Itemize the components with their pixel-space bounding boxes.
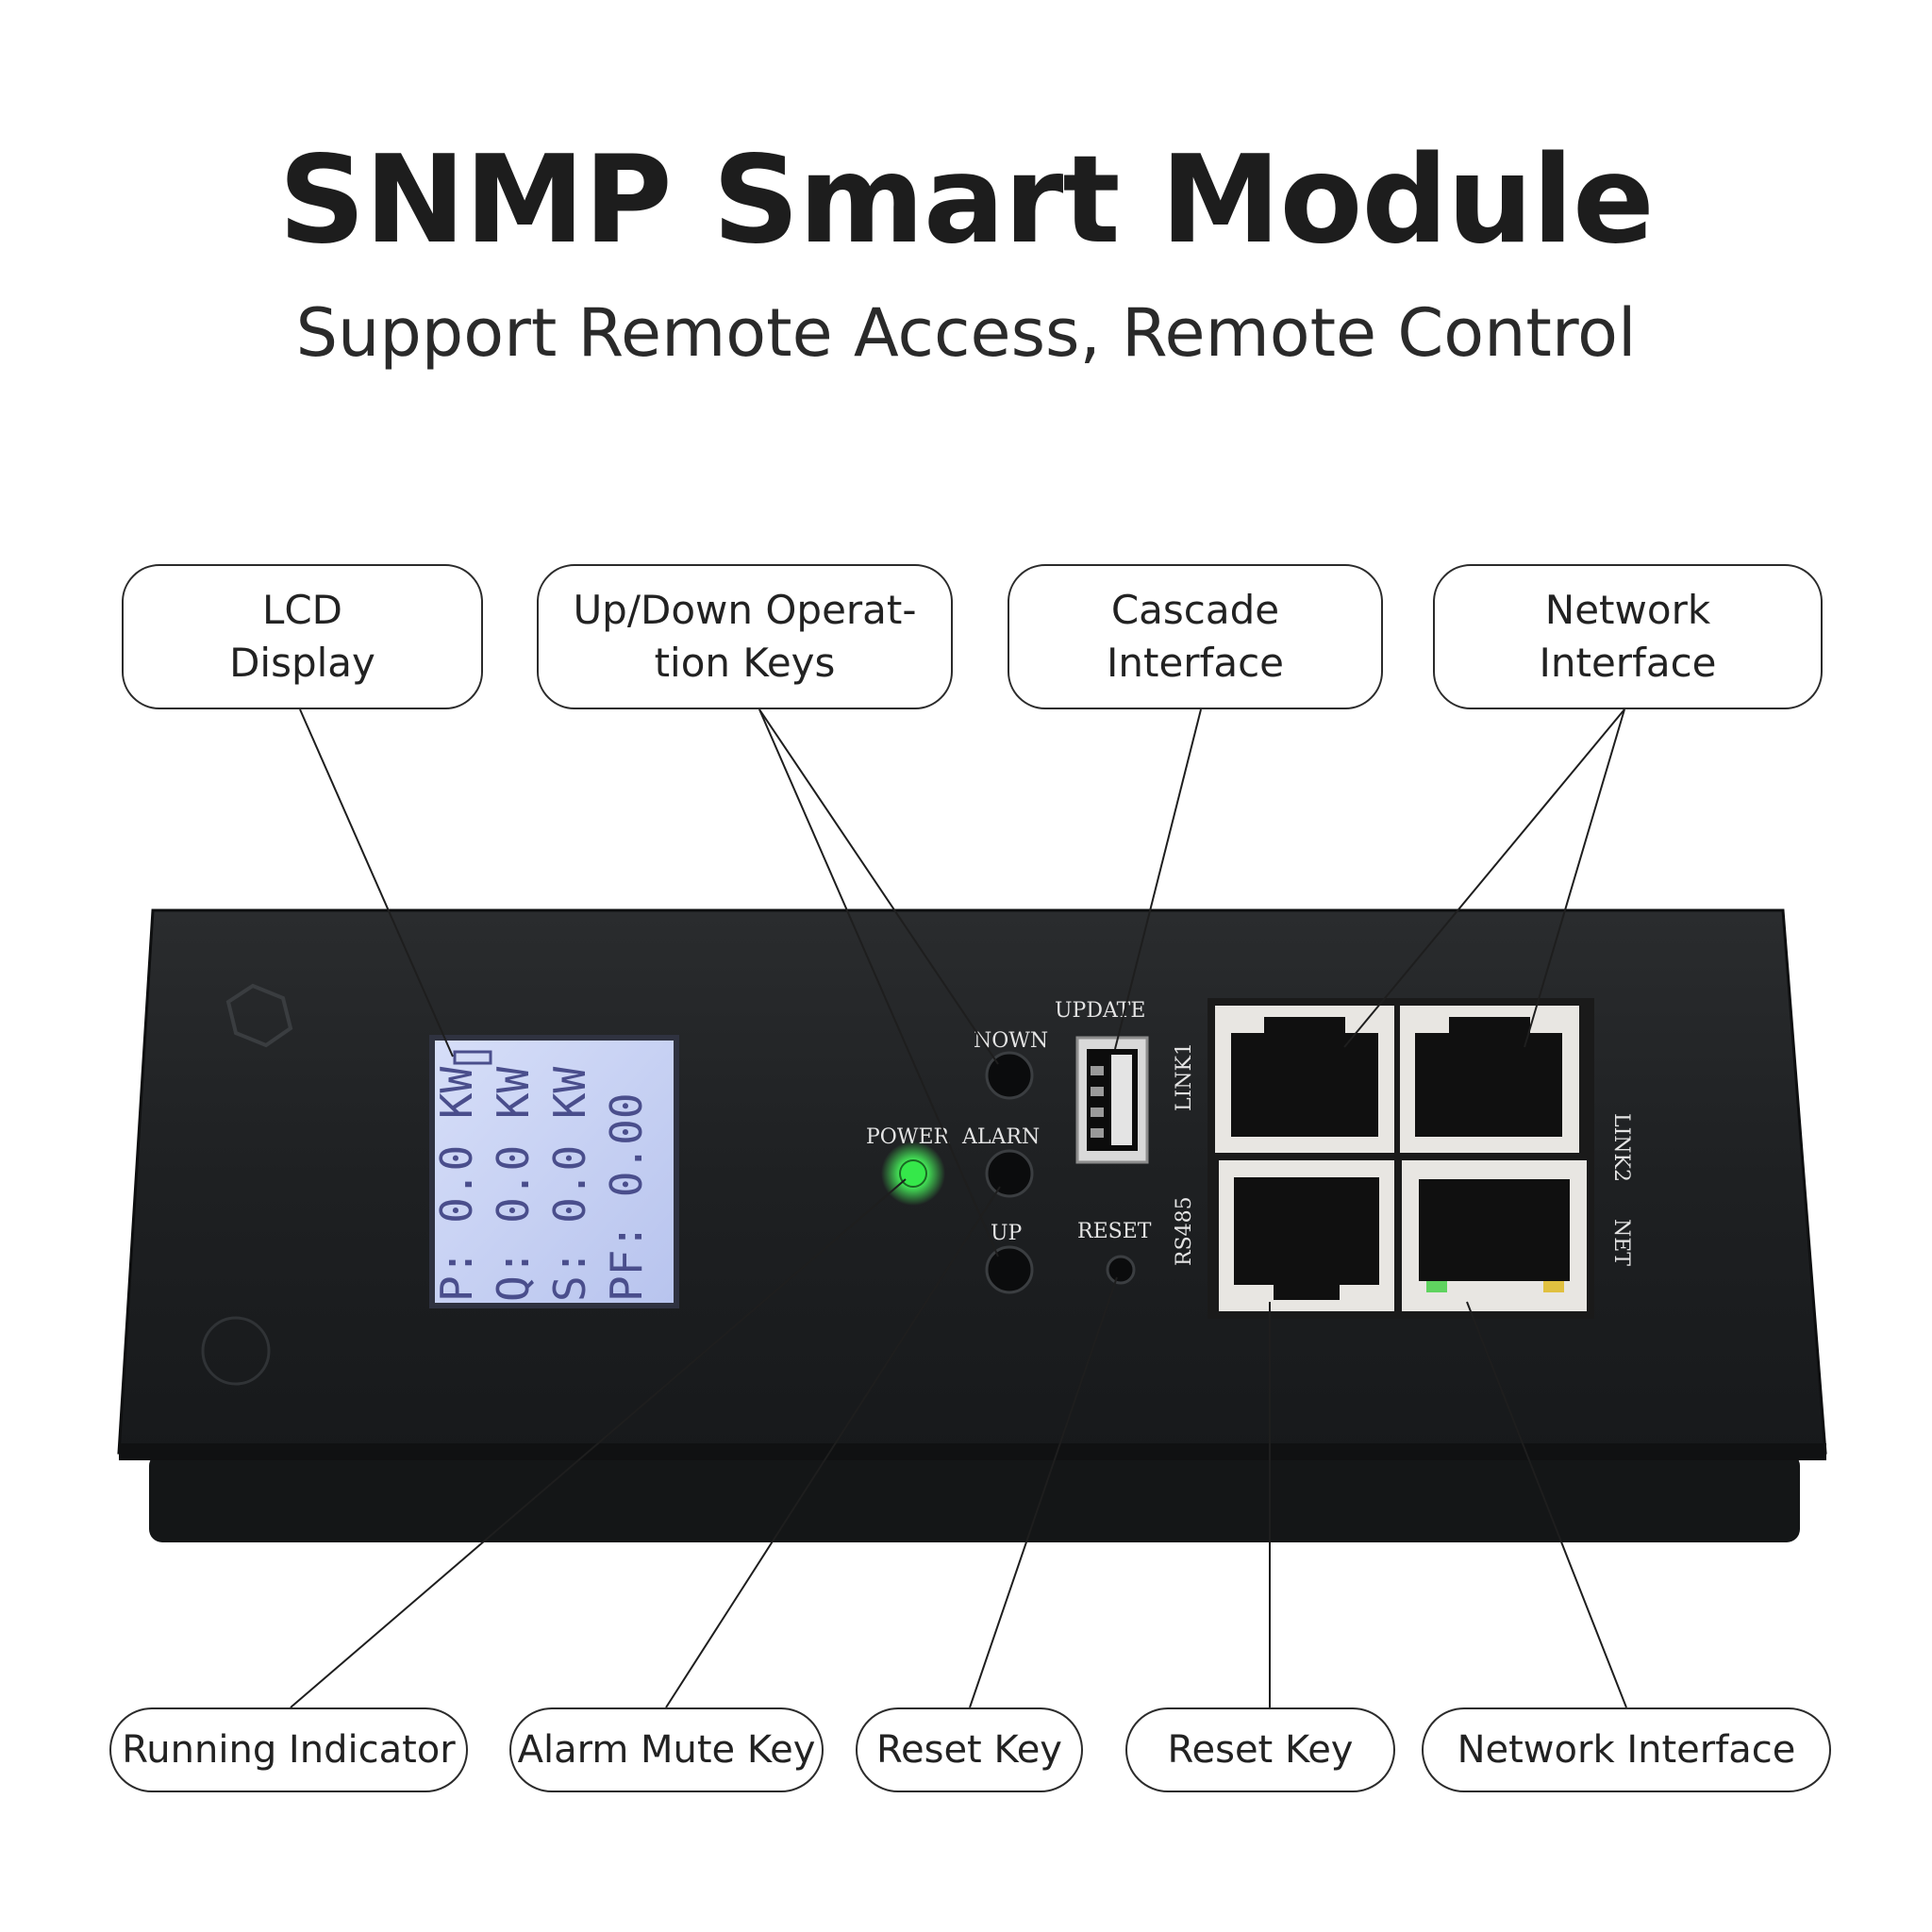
callout-text: Alarm Mute Key	[517, 1728, 816, 1772]
port-opening	[1231, 1033, 1378, 1137]
callout-text: Up/Down Operat-	[573, 587, 917, 633]
power-led	[899, 1159, 927, 1188]
housing-screw-icon	[201, 1316, 271, 1386]
port-latch	[1274, 1279, 1340, 1300]
housing-seam	[119, 1443, 1826, 1460]
lcd-screen	[435, 1041, 674, 1303]
callout-network-interface-bottom: Network Interface	[1422, 1707, 1831, 1792]
leader-line-down-key	[758, 708, 999, 1065]
callout-text: Cascade	[1110, 587, 1280, 633]
callout-text: LCD	[261, 587, 343, 633]
up-key-label: UP	[991, 1222, 1023, 1245]
port-latch	[1449, 1017, 1530, 1038]
leader-line-lcd	[299, 708, 454, 1058]
usb-port-tongue	[1111, 1055, 1132, 1145]
alarm-mute-key[interactable]	[985, 1149, 1034, 1198]
leader-line-reset-key	[969, 1276, 1118, 1708]
callout-alarm-mute-key: Alarm Mute Key	[509, 1707, 824, 1792]
usb-pins	[1091, 1066, 1104, 1138]
lcd-line: Q: 0.0 KW	[488, 1066, 539, 1302]
callout-reset-key: Reset Key	[856, 1707, 1083, 1792]
port-link-led	[1426, 1281, 1447, 1292]
update-label: UPDATE	[1055, 999, 1145, 1023]
link2-label: LINK2	[1609, 1113, 1633, 1182]
callout-text: Reset Key	[876, 1728, 1062, 1772]
callout-up-down-keys: Up/Down Operat-tion Keys	[537, 564, 953, 709]
callout-text: Network Interface	[1457, 1728, 1796, 1772]
lcd-line: PF: 0.00	[601, 1092, 652, 1302]
port-opening	[1415, 1033, 1562, 1137]
callout-text: Network	[1544, 587, 1711, 633]
port-opening	[1234, 1177, 1379, 1285]
reset-key[interactable]	[1106, 1255, 1136, 1285]
port-activity-led	[1543, 1281, 1564, 1292]
leader-lines	[290, 708, 1627, 1708]
callout-text: Running Indicator	[122, 1728, 456, 1772]
reset-key-label: RESET	[1077, 1220, 1152, 1243]
callout-text: Reset Key	[1167, 1728, 1354, 1772]
housing-screw-icon	[225, 983, 293, 1048]
port-opening	[1419, 1179, 1570, 1281]
rs485-label: RS485	[1173, 1196, 1196, 1266]
net-label: NET	[1609, 1219, 1633, 1266]
leader-line-network-1	[1343, 708, 1625, 1048]
leader-line-network-bottom	[1466, 1301, 1627, 1708]
down-key-label: NOWN	[974, 1029, 1048, 1053]
lcd-line: S: 0.0 KW	[544, 1066, 595, 1302]
rj45-port-block	[1208, 998, 1594, 1319]
page-subtitle: Support Remote Access, Remote Control	[295, 294, 1637, 372]
page-title: SNMP Smart Module	[278, 130, 1655, 271]
lcd-battery-icon	[453, 1050, 492, 1065]
alarm-key-label: ALARN	[961, 1125, 1040, 1149]
leader-line-running-indicator	[290, 1178, 907, 1708]
lcd-line: P: 0.0 KW	[431, 1066, 482, 1302]
link1-label: LINK1	[1173, 1042, 1196, 1111]
leader-line-network-2	[1524, 708, 1625, 1048]
housing-base	[149, 1453, 1800, 1542]
up-key[interactable]	[985, 1245, 1034, 1294]
callout-text: Interface	[1539, 640, 1717, 686]
lcd-display: P: 0.0 KW Q: 0.0 KW S: 0.0 KW PF: 0.00	[429, 1035, 679, 1308]
leader-line-alarm-mute	[665, 1186, 1001, 1708]
callout-reset-key-2: Reset Key	[1125, 1707, 1395, 1792]
callout-running-indicator: Running Indicator	[109, 1707, 468, 1792]
leader-line-cascade	[1114, 708, 1202, 1050]
callout-text: Interface	[1106, 640, 1285, 686]
callout-text: tion Keys	[654, 640, 836, 686]
leader-line-up-key	[758, 708, 999, 1257]
callout-lcd-display: LCD Display	[122, 564, 483, 709]
down-key[interactable]	[985, 1051, 1034, 1100]
callout-text: Display	[229, 640, 375, 686]
port-latch	[1264, 1017, 1345, 1038]
